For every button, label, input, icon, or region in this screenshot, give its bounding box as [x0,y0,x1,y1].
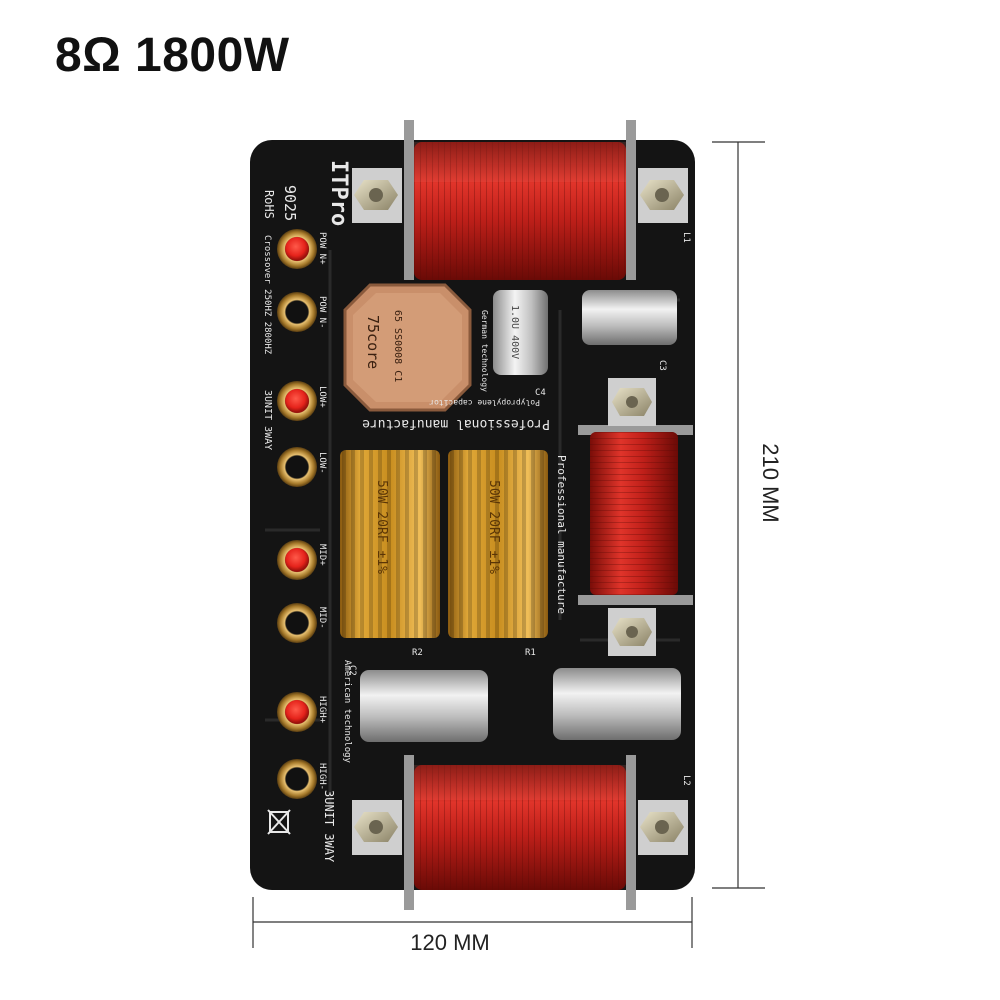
ref-c4: C4 [535,388,546,398]
inductor-l2 [404,755,636,910]
terminal-label-4: LOW- [317,452,327,474]
capacitor-75core [343,283,472,412]
silk-professional-1: Professional manufacture [362,416,550,431]
inductor-l1 [404,120,636,280]
terminal-label-5: MID+ [317,544,327,566]
terminal-label-7: HIGH+ [317,696,327,724]
side-text-american: American technology [342,660,352,764]
capacitor-brand-label: 75core [364,315,382,369]
capacitor-c3 [582,290,677,345]
resistor-r2 [340,450,440,638]
weee-bin-icon [267,809,291,835]
side-text-crossover: Crossover 250HZ 2800HZ [262,235,272,355]
terminal-label-3: LOW+ [317,386,327,408]
resistor-r1-label: 50W 20RF ±1% [486,480,501,574]
terminal-label-8: HIGH- [317,763,327,790]
ref-r1: R1 [525,648,536,658]
bottom-3way-label: 3UNIT 3WAY [322,790,336,863]
dimension-lines [252,141,765,948]
product-title: 8Ω 1800W [55,29,290,82]
resistor-r2-label: 50W 20RF ±1% [374,480,389,574]
capacitor-c4 [493,290,548,375]
terminal-label-6: MID- [317,607,327,629]
capacitor-c1 [553,668,681,740]
cap-small-label: 1.0U 400V [509,305,520,359]
ref-c2: C2 [347,665,357,676]
resistor-r1 [448,450,548,638]
height-dimension-label: 210 MM [758,443,783,523]
ref-c3: C3 [657,360,667,371]
terminal-label-1: POW N+ [317,232,327,265]
mounting-nuts [352,168,688,855]
ref-r2: R2 [412,648,423,658]
brand-label: ITPro [326,160,351,226]
inductor-l3 [578,425,693,605]
width-dimension-label: 120 MM [410,930,490,955]
ref-l2: L2 [681,775,691,786]
model-label: 9025 [281,185,299,221]
silk-polypropylene: Polypropylene capacitor [429,398,540,407]
terminal-label-2: POW N- [317,296,327,329]
capacitor-c2 [360,670,488,742]
ref-l1: L1 [681,232,691,243]
silk-german: German technology [480,310,489,392]
silkscreen: ITPro 9025 RoHS POW N+ POW N- LOW+ LOW- … [262,160,691,863]
capacitor-sub-label: 65 SS0008 C1 [392,310,403,382]
silk-professional-2: Professional manufacture [555,455,568,614]
side-text-3way: 3UNIT 3WAY [262,390,273,450]
rohs-label: RoHS [262,190,276,219]
terminal-posts [277,229,317,799]
